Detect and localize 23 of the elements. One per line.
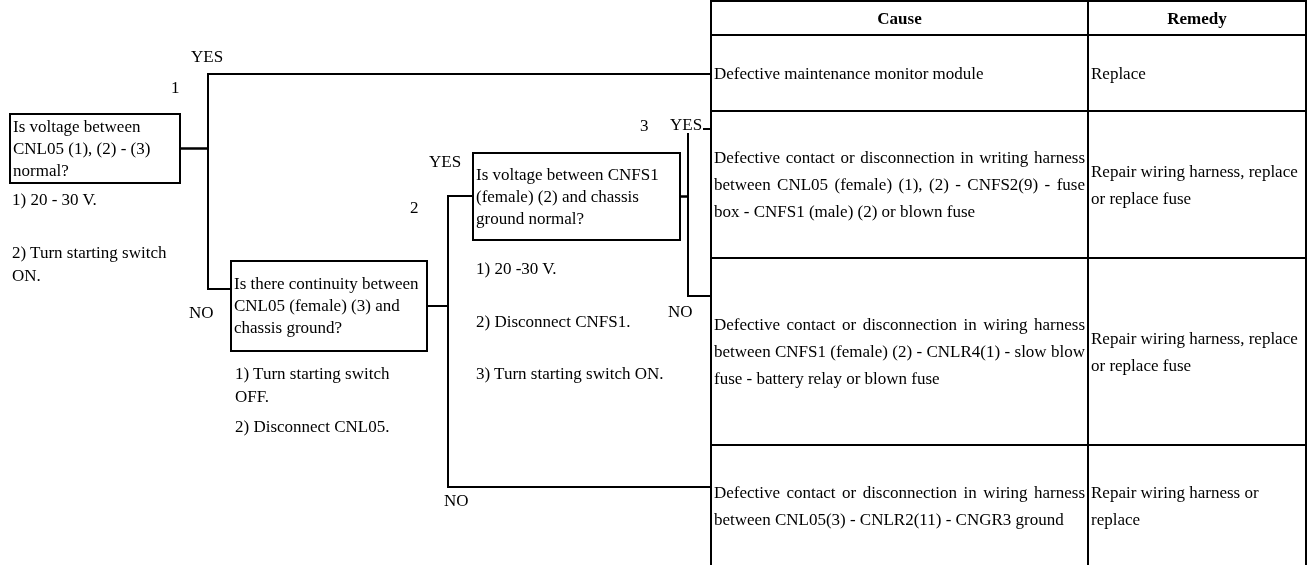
edge-label: NO [667, 303, 694, 320]
connector-line [180, 147, 231, 290]
instruction-note: 1) Turn starting switch OFF. [235, 363, 391, 408]
edge-label: YES [669, 116, 704, 133]
step-number: 2 [410, 198, 419, 218]
step-number: 3 [640, 116, 649, 136]
instruction-note: 1) 20 - 30 V. [12, 189, 98, 211]
column-header: Remedy [1087, 0, 1307, 36]
instruction-note: 2) Turn starting switch ON. [12, 242, 168, 287]
instruction-note: 2) Disconnect CNL05. [235, 416, 391, 438]
connector-line [680, 195, 711, 297]
decision-box: Is there continuity between CNL05 (female) (3) and chassis ground? [230, 260, 428, 352]
decision-box: Is voltage between CNL05 (1), (2) - (3) normal? [9, 113, 181, 184]
instruction-note: 3) Turn starting switch ON. [476, 363, 665, 385]
column-header: Cause [710, 0, 1089, 36]
edge-label: NO [443, 492, 470, 509]
decision-box: Is voltage between CNFS1 (female) (2) and chassis ground normal? [472, 152, 681, 241]
step-number: 1 [171, 78, 180, 98]
edge-label: YES [428, 153, 463, 170]
instruction-note: 2) Disconnect CNFS1. [476, 311, 632, 333]
edge-label: NO [188, 304, 215, 321]
edge-label: YES [190, 48, 225, 65]
instruction-note: 1) 20 -30 V. [476, 258, 558, 280]
